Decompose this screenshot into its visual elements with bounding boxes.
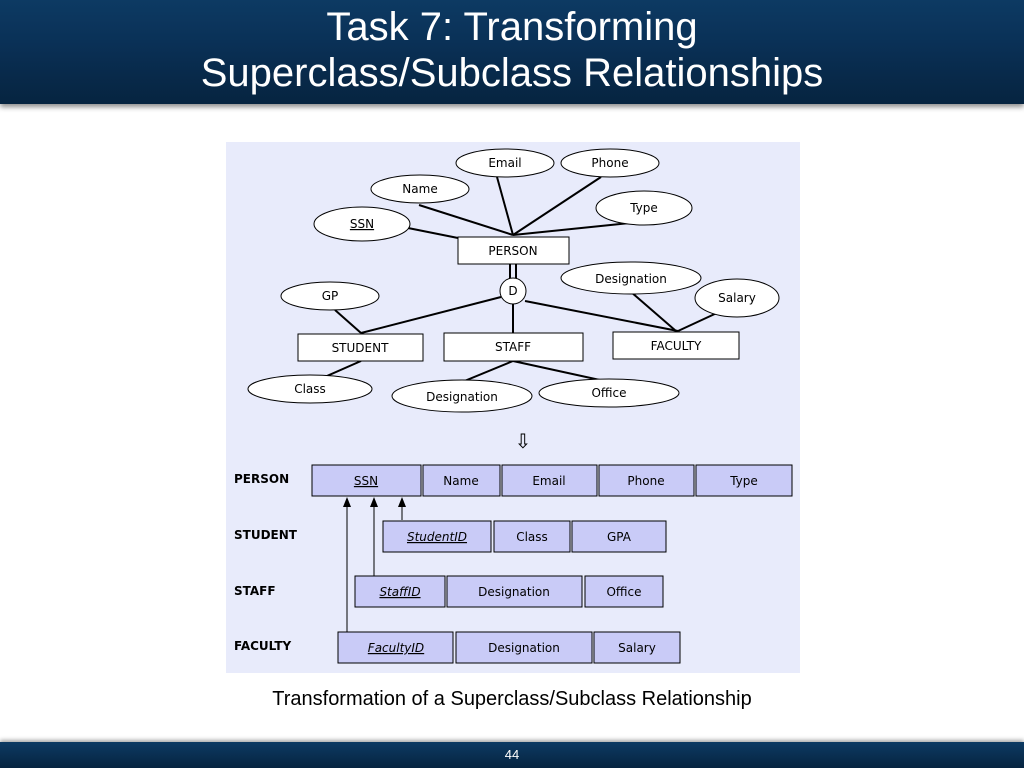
table-student: STUDENT StudentID Class GPA [234,520,667,553]
table-person-cell-ssn [311,464,422,497]
line-designation-faculty [630,291,677,332]
slide-title-line2: Superclass/Subclass Relationships [200,51,824,95]
figure-caption: Transformation of a Superclass/Subclass … [272,688,752,710]
table-faculty: FACULTY FacultyID Designation Salary [234,631,681,664]
table-faculty-cell-salary [593,631,681,664]
table-student-cell-id [382,520,492,553]
table-faculty-col-salary: Salary [618,641,656,655]
table-person-cell-email [501,464,598,497]
table-staff-col-id: StaffID [379,585,420,599]
line-gp [334,309,362,334]
table-staff-name: STAFF [234,584,276,598]
line-d-student [360,296,502,334]
table-student-cell-gpa [571,520,667,553]
table-faculty-cell-designation [455,631,593,664]
line-name [418,204,514,236]
entity-person: PERSON [457,236,570,265]
attr-type: Type [595,190,693,226]
line-salary [677,311,720,332]
er-diagram-svg: Email Phone Name Type SSN Designation Sa… [234,148,793,664]
line-email [496,176,514,236]
attr-class-label: Class [294,382,326,396]
er-diagram-figure: Email Phone Name Type SSN Designation Sa… [226,142,800,673]
attr-name-label: Name [402,182,437,196]
fk-arrowhead-staff [370,497,378,507]
entity-staff: STAFF [443,332,584,362]
table-student-col-class: Class [516,530,548,544]
table-faculty-col-id: FacultyID [368,641,424,655]
line-designation-staff [461,360,514,383]
attr-office-label: Office [591,386,626,400]
table-faculty-col-designation: Designation [488,641,560,655]
table-staff-cell-id [354,575,446,608]
line-ssn [407,227,459,239]
table-person-col-email: Email [532,474,565,488]
table-student-col-id: StudentID [407,530,467,544]
table-staff-col-office: Office [606,585,641,599]
attr-gp-label: GP [322,289,339,303]
attr-type-label: Type [629,201,658,215]
table-staff-col-designation: Designation [478,585,550,599]
attr-name: Name [370,174,470,204]
table-person: PERSON SSN Name Email Phone Type [234,464,793,497]
attr-designation-faculty: Designation [560,261,702,295]
disjoint-circle: D [499,277,527,305]
table-student-cell-class [493,520,571,553]
attr-designation-staff: Designation [391,379,533,413]
table-staff-cell-office [584,575,664,608]
attr-ssn: SSN [313,206,411,242]
entity-person-label: PERSON [488,244,537,258]
table-person-cell-name [422,464,501,497]
table-person-col-ssn: SSN [354,474,378,488]
line-type [512,222,631,236]
table-student-col-gpa: GPA [607,530,632,544]
attr-email-label: Email [488,156,521,170]
attr-designation-faculty-label: Designation [595,272,667,286]
entity-student-label: STUDENT [332,341,390,355]
table-staff: STAFF StaffID Designation Office [234,575,664,608]
table-person-cell-type [695,464,793,497]
line-office [512,360,610,383]
attr-designation-staff-label: Designation [426,390,498,404]
slide-title-line1: Task 7: Transforming [326,5,698,49]
table-faculty-cell-id [337,631,454,664]
entity-student: STUDENT [297,333,424,362]
slide-header: Task 7: Transforming Superclass/Subclass… [0,0,1024,104]
entity-faculty-label: FACULTY [651,339,702,353]
page-number: 44 [504,747,520,762]
fk-arrowhead-faculty [343,497,351,507]
table-person-name: PERSON [234,472,289,486]
attr-ssn-label: SSN [350,217,374,231]
table-person-cell-phone [598,464,695,497]
attr-gp: GP [280,281,380,311]
attr-salary: Salary [694,278,780,318]
line-phone [512,176,602,236]
table-person-col-phone: Phone [627,474,664,488]
attr-class: Class [247,374,373,404]
attr-email: Email [455,148,555,178]
table-person-col-type: Type [729,474,758,488]
attr-office: Office [538,378,680,408]
slide-footer: 44 [0,742,1024,768]
table-faculty-name: FACULTY [234,639,292,653]
line-d-faculty [524,300,679,332]
table-person-col-name: Name [443,474,478,488]
entity-faculty: FACULTY [612,331,740,360]
transform-arrow-icon: ⇩ [515,429,532,453]
fk-arrowhead-student [398,497,406,507]
fk-arrows [343,497,406,632]
attr-phone: Phone [560,148,660,178]
attr-phone-label: Phone [591,156,628,170]
slide-title: Task 7: Transforming Superclass/Subclass… [0,4,1024,96]
disjoint-label: D [508,284,517,298]
entity-staff-label: STAFF [495,340,531,354]
table-staff-cell-designation [446,575,583,608]
attr-salary-label: Salary [718,291,756,305]
table-student-name: STUDENT [234,528,298,542]
